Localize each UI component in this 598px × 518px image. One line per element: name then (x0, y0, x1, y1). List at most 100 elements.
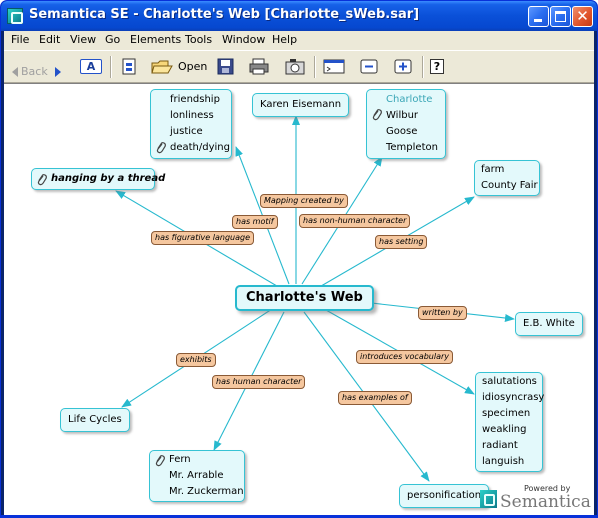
expand-node-icon (394, 59, 412, 74)
console-button[interactable] (322, 56, 346, 78)
printer-icon (249, 58, 269, 75)
text-tool-icon: A (80, 59, 102, 74)
export-image-button[interactable] (284, 56, 306, 78)
human-character-item: Mr. Zuckerman (169, 486, 244, 497)
link-label-has-setting[interactable]: has setting (375, 235, 428, 249)
powered-by-semantica: Powered by Semantica (472, 482, 591, 514)
print-button[interactable] (248, 56, 270, 78)
maximize-button[interactable] (550, 6, 571, 27)
menu-tools[interactable]: Tools (185, 33, 213, 46)
menu-bar: File Edit View Go Elements Tools Window … (4, 31, 594, 50)
non-human-characters-node[interactable]: Charlotte Wilbur Goose Templeton (366, 89, 446, 159)
semantica-app-icon[interactable] (7, 8, 23, 24)
open-button[interactable]: Open (150, 56, 208, 78)
menu-edit[interactable]: Edit (39, 33, 61, 46)
human-character-item: Fern (169, 454, 191, 465)
character-item: Goose (386, 126, 418, 137)
creator-name: Karen Eisemann (260, 99, 342, 110)
semantica-brand-text: Semantica (500, 492, 591, 512)
themes-item: death/dying (170, 142, 230, 153)
forward-arrow-icon (55, 67, 61, 77)
link-label-has-figurative-language[interactable]: has figurative language (151, 231, 254, 245)
menu-view[interactable]: View (70, 33, 97, 46)
camera-icon (285, 59, 305, 75)
menu-file[interactable]: File (11, 33, 30, 46)
save-button[interactable] (216, 56, 236, 78)
window-console-icon (323, 59, 345, 74)
window-title: Semantica SE - Charlotte's Web [Charlott… (29, 7, 420, 22)
link-label-mapping-created-by[interactable]: Mapping created by (260, 194, 348, 208)
minimize-button[interactable] (528, 6, 549, 27)
menu-go[interactable]: Go (105, 33, 121, 46)
open-label: Open (178, 60, 208, 73)
back-label: Back (21, 65, 48, 78)
collapse-button[interactable] (358, 56, 382, 78)
life-cycles-label: Life Cycles (68, 414, 122, 425)
vocabulary-item: idiosyncrasy (482, 392, 545, 403)
vocabulary-item: radiant (482, 440, 518, 451)
window-bottom-border (1, 515, 597, 517)
new-map-icon (122, 58, 136, 75)
menu-window[interactable]: Window (222, 33, 266, 46)
vocabulary-item: languish (482, 456, 525, 467)
back-button[interactable]: Back (6, 56, 48, 78)
vocabulary-item: salutations (482, 376, 537, 387)
vocabulary-node[interactable]: salutations idiosyncrasy specimen weakli… (475, 372, 545, 472)
creator-node[interactable]: Karen Eisemann (252, 93, 350, 117)
toolbar: Back A Open (4, 50, 594, 83)
vocabulary-item: weakling (482, 424, 527, 435)
concept-map-canvas[interactable]: Charlotte's Web friendship lonliness jus… (4, 83, 594, 515)
figurative-language-node[interactable]: hanging by a thread (31, 168, 166, 190)
open-folder-icon (151, 60, 173, 74)
human-characters-node[interactable]: Fern Mr. Arrable Mr. Zuckerman (149, 450, 245, 502)
paperclip-icon (156, 142, 166, 154)
close-button[interactable]: ✕ (572, 6, 593, 27)
forward-button[interactable] (50, 56, 66, 78)
central-node-label: Charlotte's Web (246, 290, 363, 305)
vocabulary-item: specimen (482, 408, 531, 419)
toolbar-separator (422, 56, 424, 78)
link-label-written-by[interactable]: written by (418, 306, 467, 320)
menu-elements[interactable]: Elements (130, 33, 182, 46)
figurative-item: hanging by a thread (51, 173, 166, 184)
setting-item: County Fair (481, 180, 538, 191)
powered-by-text: Powered by (524, 484, 571, 493)
character-item: Wilbur (386, 110, 419, 121)
title-bar[interactable]: Semantica SE - Charlotte's Web [Charlott… (1, 1, 597, 31)
setting-node[interactable]: farm County Fair (474, 160, 540, 196)
new-map-button[interactable] (118, 56, 142, 78)
human-character-item: Mr. Arrable (169, 470, 224, 481)
expand-button[interactable] (392, 56, 416, 78)
toolbar-separator (314, 56, 316, 78)
central-node[interactable]: Charlotte's Web (235, 285, 374, 311)
setting-item: farm (481, 164, 505, 175)
help-button[interactable]: ? (428, 56, 446, 78)
link-label-has-human-character[interactable]: has human character (212, 375, 306, 389)
author-node[interactable]: E.B. White (515, 312, 583, 336)
save-icon (217, 58, 234, 75)
toolbar-separator (110, 56, 112, 78)
personification-label: personification (407, 490, 482, 501)
link-label-has-motif[interactable]: has motif (232, 215, 278, 229)
author-name: E.B. White (523, 318, 575, 329)
link-label-has-non-human-character[interactable]: has non-human character (299, 214, 411, 228)
collapse-node-icon (360, 59, 378, 74)
paperclip-icon (372, 109, 382, 121)
semantica-logo-icon (480, 490, 497, 508)
maximize-icon (555, 11, 566, 22)
text-tool-button[interactable]: A (78, 56, 104, 78)
themes-item: friendship (170, 94, 220, 105)
link-label-has-examples-of[interactable]: has examples of (338, 391, 412, 405)
minimize-icon (534, 19, 542, 22)
link-label-introduces-vocabulary[interactable]: introduces vocabulary (356, 350, 454, 364)
link-label-exhibits[interactable]: exhibits (176, 353, 216, 367)
personification-node[interactable]: personification (399, 484, 490, 508)
themes-node[interactable]: friendship lonliness justice death/dying (150, 89, 232, 159)
life-cycles-node[interactable]: Life Cycles (60, 408, 130, 432)
character-item: Charlotte (386, 94, 433, 105)
menu-help[interactable]: Help (272, 33, 298, 46)
character-item: Templeton (386, 142, 438, 153)
themes-item: justice (170, 126, 203, 137)
close-icon: ✕ (576, 7, 589, 25)
